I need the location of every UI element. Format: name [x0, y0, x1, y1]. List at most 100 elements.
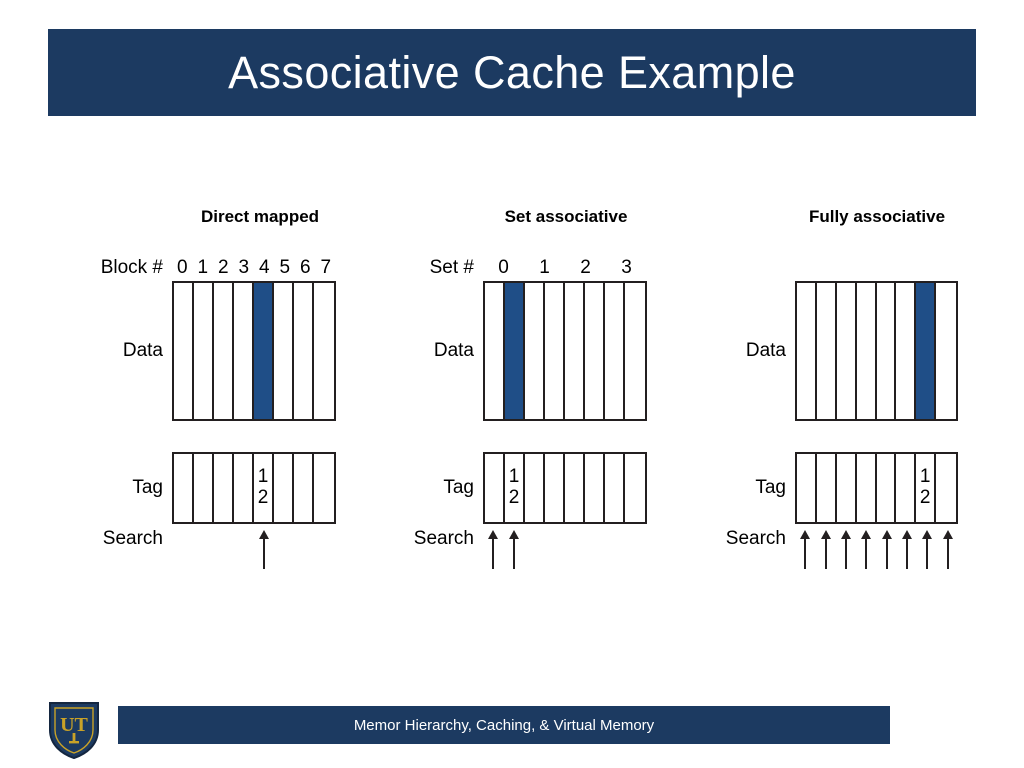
data-cell [274, 283, 294, 419]
panel-heading-fully-associative: Fully associative [808, 207, 946, 226]
data-cell [194, 283, 214, 419]
tag-cell [214, 454, 234, 522]
index-value: 5 [279, 257, 291, 278]
index-value: 2 [217, 257, 229, 278]
tag-value-top: 1 [257, 466, 269, 488]
search-arrows-fully-associative [795, 527, 958, 569]
arrow-head [942, 530, 953, 539]
data-cell [485, 283, 505, 419]
data-cell [545, 283, 565, 419]
index-value: 0 [176, 257, 188, 278]
tag-cell [314, 454, 334, 522]
arrow-head [259, 530, 270, 539]
data-cell [214, 283, 234, 419]
tag-cell [294, 454, 314, 522]
index-value: 6 [299, 257, 311, 278]
tag-value-bottom: 2 [257, 487, 269, 508]
tag-cell [605, 454, 625, 522]
arrow-head [881, 530, 892, 539]
tag-cell [274, 454, 294, 522]
data-label-direct-mapped: Data [122, 340, 163, 361]
arrow-shaft [885, 537, 888, 569]
data-grid-set-associative [483, 281, 647, 421]
data-grid-fully-associative [795, 281, 958, 421]
arrow-shaft [512, 537, 515, 569]
arrow-shaft [926, 537, 929, 569]
data-cell [174, 283, 194, 419]
tag-cell [836, 454, 857, 522]
data-cell [625, 283, 645, 419]
data-cell-highlighted [916, 283, 937, 419]
panel-heading-direct-mapped: Direct mapped [200, 207, 320, 226]
index-value: 7 [320, 257, 332, 278]
data-cell [525, 283, 545, 419]
data-cell [234, 283, 254, 419]
arrow-shaft [906, 537, 909, 569]
data-cell [314, 283, 334, 419]
arrow-head [508, 530, 519, 539]
data-cell [605, 283, 625, 419]
arrow-shaft [263, 537, 266, 569]
arrow-head [488, 530, 499, 539]
index-value: 3 [621, 257, 632, 278]
data-cell [797, 283, 817, 419]
index-label-direct-mapped: Block # [100, 257, 163, 278]
data-cell [836, 283, 857, 419]
index-value: 1 [197, 257, 209, 278]
data-cell [565, 283, 585, 419]
tag-cell [565, 454, 585, 522]
index-value: 2 [580, 257, 591, 278]
data-grid-direct-mapped [172, 281, 336, 421]
tag-cell [585, 454, 605, 522]
index-value: 1 [539, 257, 550, 278]
search-arrows-direct-mapped [172, 527, 336, 569]
data-cell-highlighted [254, 283, 274, 419]
data-cell-highlighted [505, 283, 525, 419]
arrow-head [840, 530, 851, 539]
tag-value-bottom: 2 [508, 487, 520, 508]
search-arrows-set-associative [483, 527, 647, 569]
tag-value-top: 1 [919, 466, 931, 488]
data-cell [585, 283, 605, 419]
tag-cell [797, 454, 817, 522]
data-label-set-associative: Data [433, 340, 474, 361]
tag-label-set-associative: Tag [443, 477, 474, 498]
tag-cell [525, 454, 545, 522]
data-cell [856, 283, 877, 419]
svg-text:UT: UT [60, 714, 88, 736]
data-cell [936, 283, 956, 419]
arrow-shaft [844, 537, 847, 569]
search-label-fully-associative: Search [725, 528, 786, 549]
data-cell [294, 283, 314, 419]
data-label-fully-associative: Data [745, 340, 786, 361]
arrow-shaft [804, 537, 807, 569]
tag-cell [545, 454, 565, 522]
index-label-set-associative: Set # [429, 257, 474, 278]
arrow-head [800, 530, 811, 539]
tag-cell [816, 454, 837, 522]
tag-cell [936, 454, 956, 522]
tag-cell [896, 454, 917, 522]
tag-cell [625, 454, 645, 522]
data-cell [896, 283, 917, 419]
arrow-shaft [492, 537, 495, 569]
index-value: 4 [258, 257, 270, 278]
index-value: 3 [238, 257, 250, 278]
slide-title-bar: Associative Cache Example [48, 29, 976, 116]
tag-cell [234, 454, 254, 522]
ut-shield-logo: UT [46, 700, 102, 760]
tag-cell [876, 454, 897, 522]
tag-label-direct-mapped: Tag [132, 477, 163, 498]
arrow-shaft [865, 537, 868, 569]
arrow-shaft [946, 537, 949, 569]
arrow-head [820, 530, 831, 539]
